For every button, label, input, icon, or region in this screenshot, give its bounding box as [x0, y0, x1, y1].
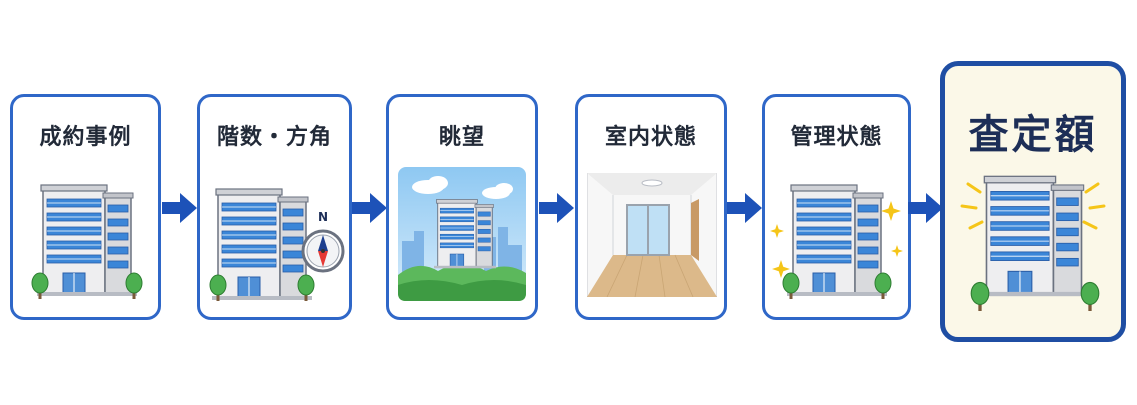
compass-icon: N	[301, 210, 345, 273]
step-card-interior-condition: 室内状態	[575, 94, 727, 320]
sparkle-building-icon	[770, 184, 903, 300]
step-card-floor-direction: 階数・方角 N	[197, 94, 352, 320]
room-icon	[587, 173, 717, 297]
compass-north-label: N	[318, 210, 328, 224]
view-icon	[398, 167, 526, 301]
flow-arrow-2	[352, 193, 387, 223]
building-icon	[31, 184, 143, 300]
step-title: 階数・方角	[216, 125, 332, 150]
step-title: 室内状態	[604, 125, 697, 150]
step-card-contract-cases: 成約事例	[10, 94, 161, 320]
flow-arrow-5	[908, 193, 943, 223]
step-card-view: 眺望	[386, 94, 538, 320]
result-card-appraisal-value: 査定額	[940, 61, 1126, 342]
step-title: 成約事例	[39, 125, 132, 150]
flow-arrow-1	[162, 193, 197, 223]
result-title: 査定額	[968, 112, 1098, 158]
flow-arrow-4	[727, 193, 762, 223]
glowing-building-icon	[960, 175, 1106, 312]
step-title: 管理状態	[790, 125, 883, 150]
step-title: 眺望	[438, 125, 485, 150]
step-card-management-condition: 管理状態	[762, 94, 911, 320]
flow-arrow-3	[539, 193, 574, 223]
